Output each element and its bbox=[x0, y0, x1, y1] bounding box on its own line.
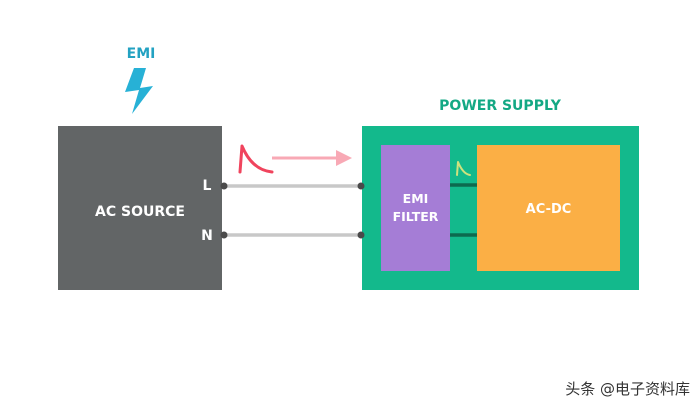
acdc-label: AC-DC bbox=[526, 202, 572, 217]
watermark: 头条 @电子资料库 bbox=[565, 380, 690, 398]
filtered-noise-icon bbox=[456, 161, 471, 176]
ac-source-box bbox=[58, 126, 222, 290]
emi-filter-box bbox=[381, 145, 450, 271]
lightning-bolt-icon bbox=[125, 68, 153, 114]
terminal-dot-source-line bbox=[220, 182, 228, 190]
ac-source-label: AC SOURCE bbox=[95, 204, 185, 220]
line-terminal-label: L bbox=[203, 178, 212, 194]
neutral-terminal-label: N bbox=[201, 228, 213, 244]
noise-arrow-head-icon bbox=[336, 150, 352, 166]
emi-filter-label-line2: FILTER bbox=[393, 209, 439, 224]
terminal-dot-supply-line bbox=[357, 182, 365, 190]
terminal-dot-source-neutral bbox=[220, 231, 228, 239]
acdc-box bbox=[477, 145, 620, 271]
noise-spike-icon bbox=[238, 144, 274, 174]
terminal-dot-supply-neutral bbox=[357, 231, 365, 239]
emi-filter-label-line1: EMI bbox=[403, 191, 429, 206]
power-supply-title: POWER SUPPLY bbox=[439, 98, 562, 114]
emi-label: EMI bbox=[127, 46, 156, 62]
